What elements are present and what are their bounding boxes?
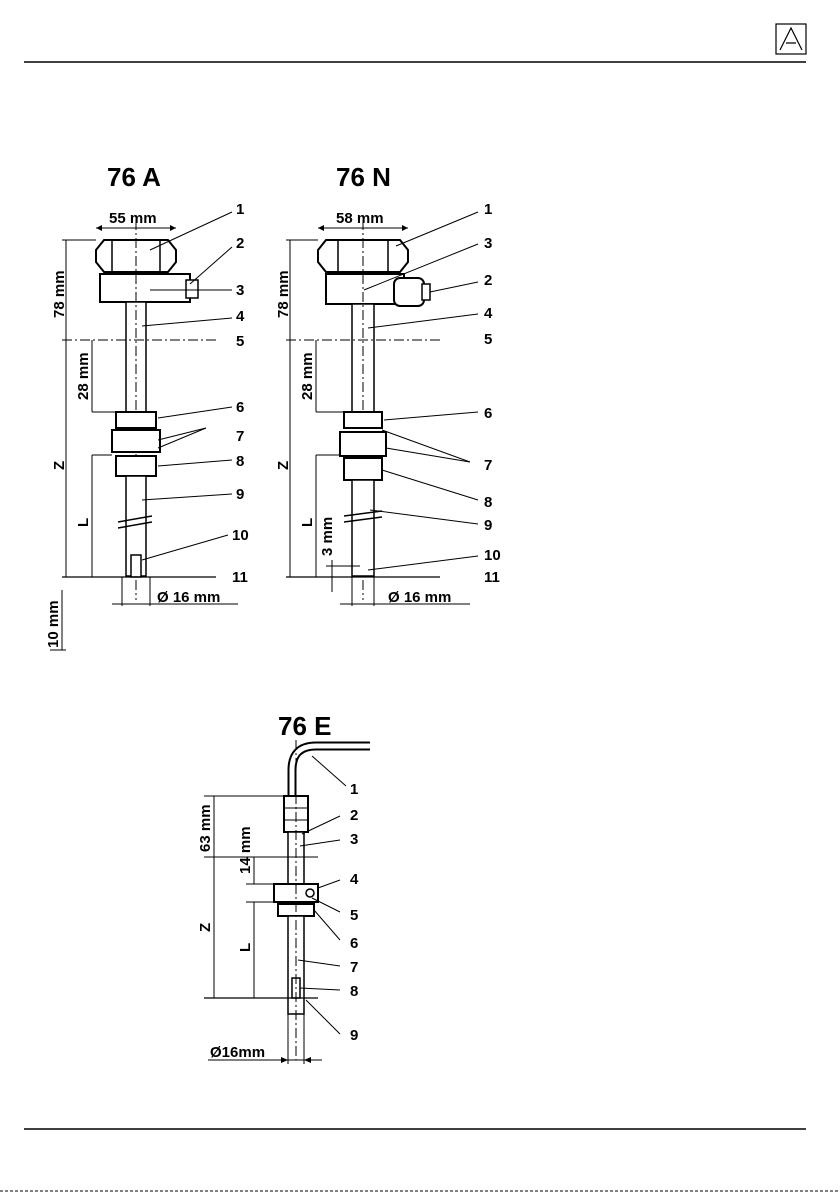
callout: 7 — [484, 457, 492, 474]
dim-l: L — [75, 518, 92, 527]
callout: 8 — [484, 494, 492, 511]
dim-z: Z — [51, 461, 68, 470]
callout: 10 — [484, 547, 501, 564]
dim-28mm: 28 mm — [75, 352, 92, 400]
callout: 3 — [236, 282, 244, 299]
dim-10mm: 10 mm — [45, 600, 62, 648]
callout: 5 — [236, 333, 244, 350]
callout: 2 — [484, 272, 492, 289]
callout: 1 — [236, 201, 244, 218]
dim-z: Z — [275, 461, 292, 470]
dim-top-width: 55 mm — [109, 210, 157, 227]
dim-top-width: 58 mm — [336, 210, 384, 227]
figure-title: 76 N — [336, 162, 391, 192]
callout: 11 — [484, 569, 500, 586]
callout: 8 — [236, 453, 244, 470]
callout: 9 — [236, 486, 244, 503]
dim-l: L — [237, 943, 254, 952]
callout: 3 — [484, 235, 492, 252]
dim-14mm: 14 mm — [237, 826, 254, 874]
callout: 9 — [484, 517, 492, 534]
callout: 3 — [350, 831, 358, 848]
callout: 9 — [350, 1027, 358, 1044]
callout: 1 — [350, 781, 358, 798]
callout: 5 — [350, 907, 358, 924]
figure-title: 76 E — [278, 711, 332, 741]
figure-76e: 76 E 63 mm Z 14 mm L Ø16mm — [197, 711, 370, 1064]
callout: 1 — [484, 201, 492, 218]
callout: 6 — [350, 935, 358, 952]
dim-diameter: Ø16mm — [210, 1044, 265, 1061]
dim-height-top: 63 mm — [197, 804, 214, 852]
figure-title: 76 A — [107, 162, 161, 192]
dim-28mm: 28 mm — [299, 352, 316, 400]
dim-z: Z — [197, 923, 214, 932]
callout: 7 — [236, 428, 244, 445]
dim-diameter: Ø 16 mm — [157, 589, 220, 606]
dim-height-top: 78 mm — [51, 270, 68, 318]
figure-76n: 76 N 58 mm 78 mm Z 28 mm L 3 mm — [275, 162, 501, 606]
callout: 4 — [236, 308, 245, 325]
callout: 2 — [236, 235, 244, 252]
dim-diameter: Ø 16 mm — [388, 589, 451, 606]
callout: 7 — [350, 959, 358, 976]
callout: 6 — [236, 399, 244, 416]
triangle-logo-icon — [776, 24, 806, 54]
callout: 8 — [350, 983, 358, 1000]
figure-76a: 76 A 55 mm 78 mm Z 28 mm L — [45, 162, 249, 650]
dim-3mm: 3 mm — [319, 517, 336, 556]
callout: 11 — [232, 569, 248, 586]
callout: 10 — [232, 527, 249, 544]
callout: 4 — [350, 871, 359, 888]
callout: 5 — [484, 331, 492, 348]
callout: 4 — [484, 305, 493, 322]
callout: 2 — [350, 807, 358, 824]
dim-height-top: 78 mm — [275, 270, 292, 318]
dim-l: L — [299, 518, 316, 527]
callout: 6 — [484, 405, 492, 422]
